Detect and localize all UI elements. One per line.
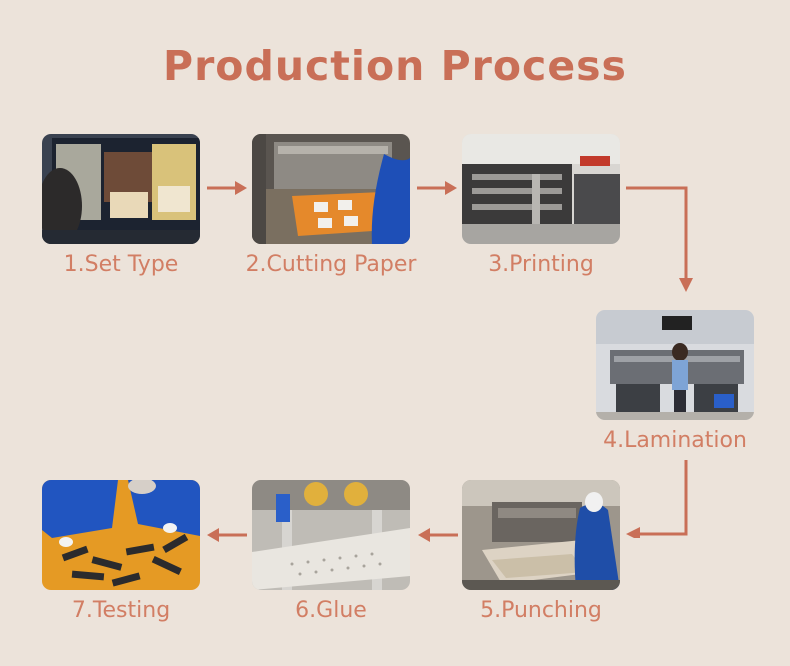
- glue-photo: [252, 480, 410, 590]
- set-type-photo: [42, 134, 200, 244]
- step-punching: 5.Punching: [462, 480, 620, 623]
- step-lamination: 4.Lamination: [596, 310, 754, 453]
- arrow-right-icon: [207, 181, 247, 195]
- step-label: 3.Printing: [488, 252, 594, 277]
- step-label: 6.Glue: [295, 598, 367, 623]
- step-label: 2.Cutting Paper: [245, 252, 417, 277]
- step-label: 1.Set Type: [63, 252, 179, 277]
- step-testing: 7.Testing: [42, 480, 200, 623]
- lamination-photo: [596, 310, 754, 420]
- arrow-elbow-left-icon: [626, 460, 688, 538]
- arrow-left-icon: [207, 528, 247, 542]
- printing-photo: [462, 134, 620, 244]
- testing-photo: [42, 480, 200, 590]
- cutting-paper-photo: [252, 134, 410, 244]
- step-cutting-paper: 2.Cutting Paper: [246, 134, 416, 277]
- arrow-left-icon: [418, 528, 458, 542]
- punching-photo: [462, 480, 620, 590]
- arrow-right-icon: [417, 181, 457, 195]
- step-label: 5.Punching: [480, 598, 602, 623]
- arrow-elbow-down-icon: [626, 186, 693, 292]
- step-label: 7.Testing: [71, 598, 171, 623]
- step-glue: 6.Glue: [252, 480, 410, 623]
- step-label: 4.Lamination: [603, 428, 747, 453]
- page-title: Production Process: [163, 42, 627, 90]
- step-set-type: 1.Set Type: [42, 134, 200, 277]
- step-printing: 3.Printing: [462, 134, 620, 277]
